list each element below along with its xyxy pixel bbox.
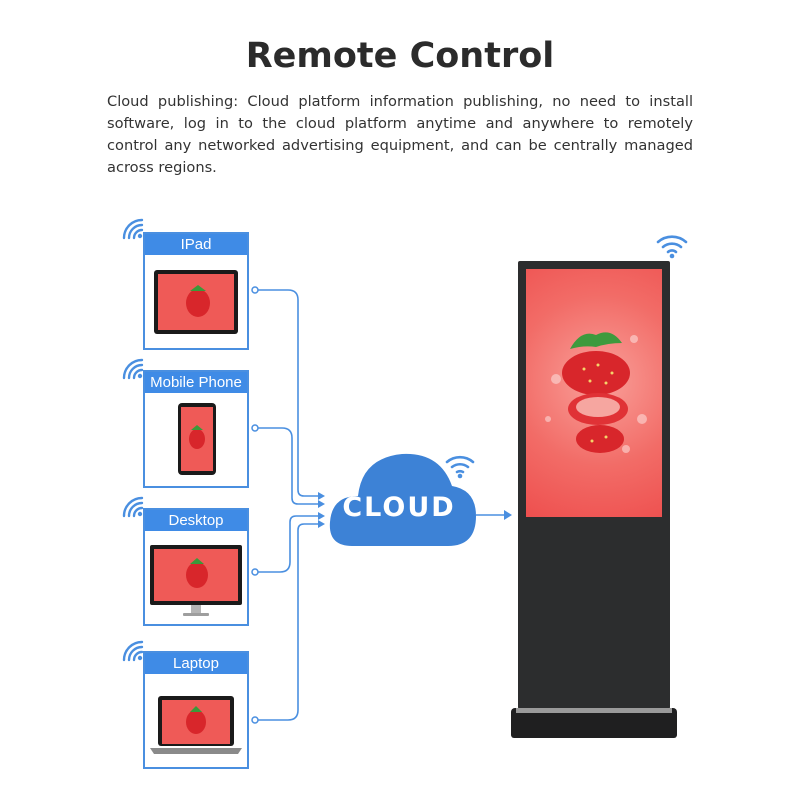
device-card-mobile-phone: Mobile Phone	[143, 370, 249, 488]
phone-icon	[178, 403, 216, 475]
laptop-icon	[150, 696, 242, 754]
connector-phone	[255, 427, 318, 505]
kiosk-base	[511, 708, 677, 738]
device-label: IPad	[145, 234, 247, 255]
wifi-icon	[656, 235, 688, 259]
device-card-desktop: Desktop	[143, 508, 249, 626]
wifi-icon	[445, 455, 475, 479]
strawberry-image	[545, 332, 647, 453]
connector-laptop	[255, 523, 318, 721]
device-label: Mobile Phone	[145, 372, 247, 393]
kiosk-display	[518, 261, 670, 709]
device-label: Desktop	[145, 510, 247, 531]
kiosk-screen	[526, 269, 662, 517]
kiosk-base-trim	[516, 708, 672, 713]
cloud-shape	[329, 453, 476, 546]
connector-desktop	[255, 515, 318, 573]
monitor-icon	[150, 545, 242, 616]
device-card-ipad: IPad	[143, 232, 249, 350]
device-label: Laptop	[145, 653, 247, 674]
page-title: Remote Control	[245, 36, 555, 76]
wifi-icon	[122, 218, 144, 240]
wifi-icon	[122, 496, 144, 518]
description-text: Cloud publishing: Cloud platform informa…	[107, 93, 693, 176]
connector-ipad	[255, 289, 318, 497]
wifi-icon	[122, 640, 144, 662]
tablet-icon	[154, 270, 238, 334]
device-card-laptop: Laptop	[143, 651, 249, 769]
wifi-icon	[122, 358, 144, 380]
cloud-label: CLOUD	[342, 492, 456, 523]
